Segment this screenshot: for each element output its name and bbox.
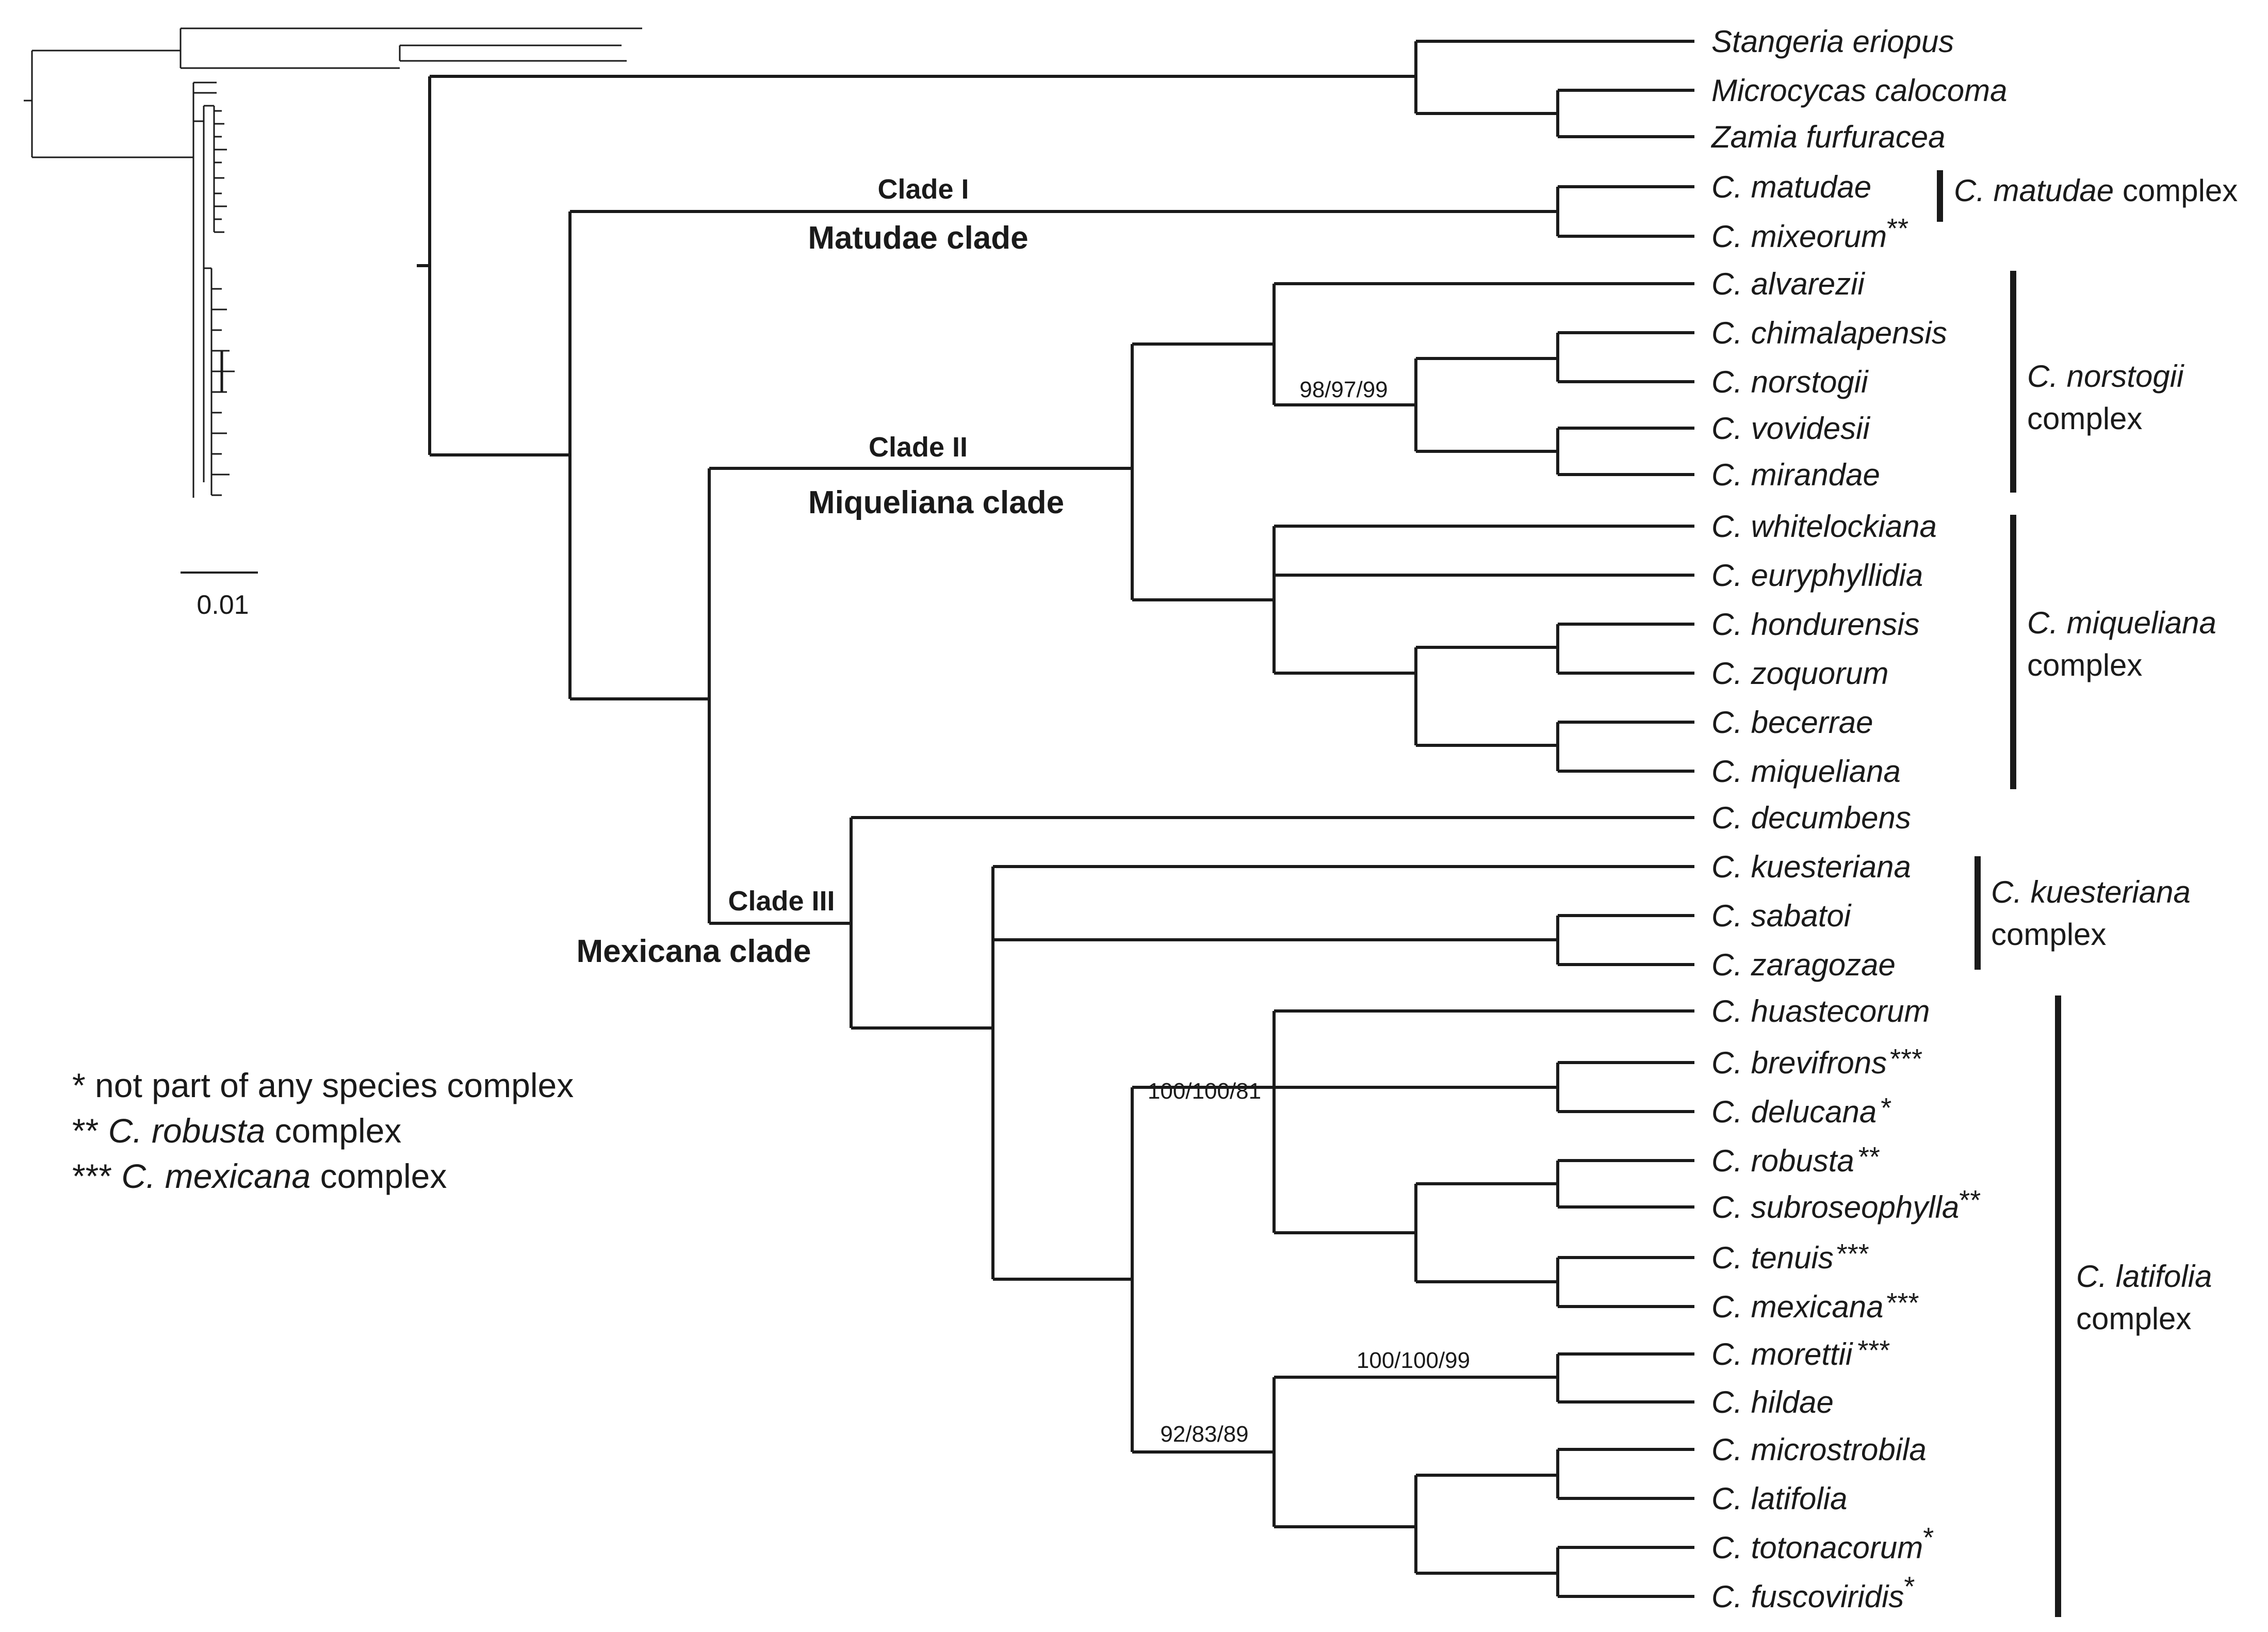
taxon-label: C. huastecorum xyxy=(1711,994,1930,1029)
legend-marker: *** xyxy=(72,1157,112,1195)
taxon-label: C. alvarezii xyxy=(1711,267,1865,301)
taxon-label: C. mirandae xyxy=(1711,458,1880,492)
complex-label: C. norstogii xyxy=(2027,359,2184,394)
taxon-label: C. mexicana*** xyxy=(1711,1287,1919,1324)
support-value: 100/100/81 xyxy=(1148,1079,1261,1104)
taxon-label: C. whitelockiana xyxy=(1711,509,1937,544)
support-value: 92/83/89 xyxy=(1160,1422,1248,1447)
legend-text: complex xyxy=(320,1157,447,1195)
inset-phylogram xyxy=(24,27,642,498)
legend-marker: ** xyxy=(72,1112,99,1150)
legend-item: *** C. mexicana complex xyxy=(72,1153,574,1199)
legend-text: complex xyxy=(274,1112,402,1150)
legend: * not part of any species complex ** C. … xyxy=(72,1063,574,1199)
taxon-label: C. zaragozae xyxy=(1711,948,1896,982)
taxon-label: C. latifolia xyxy=(1711,1481,1847,1516)
complex-label: C. miqueliana xyxy=(2027,606,2216,640)
taxon-label: C. hildae xyxy=(1711,1385,1834,1419)
taxon-label: C. robusta** xyxy=(1711,1141,1880,1178)
taxon-label: C. euryphyllidia xyxy=(1711,558,1923,593)
clade-number-label: Clade I xyxy=(877,174,969,205)
complex-label: C. latifolia xyxy=(2076,1259,2212,1294)
complex-label: C. kuesteriana xyxy=(1991,875,2191,909)
complex-label: complex xyxy=(2076,1301,2191,1336)
taxon-label: C. subroseophylla** xyxy=(1711,1185,1981,1225)
taxon-label: C. miqueliana xyxy=(1711,754,1901,789)
outgroup-labels: Stangeria eriopus Microcycas calocoma Za… xyxy=(1710,24,2008,154)
complex-label: C. matudae complex xyxy=(1954,173,2238,208)
taxon-label: C. zoquorum xyxy=(1711,656,1888,691)
taxon-label: C. vovidesii xyxy=(1711,411,1870,446)
legend-item: ** C. robusta complex xyxy=(72,1108,574,1153)
taxon-label: C. hondurensis xyxy=(1711,607,1920,642)
scale-bar: 0.01 xyxy=(181,572,258,620)
legend-species: C. robusta xyxy=(108,1112,266,1150)
taxon-label: Zamia furfuracea xyxy=(1710,120,1946,154)
clade-number-label: Clade III xyxy=(728,886,835,917)
complex-bars xyxy=(1937,170,2061,1617)
taxon-label: C. morettii*** xyxy=(1711,1335,1890,1372)
taxon-label: C. fuscoviridis* xyxy=(1711,1571,1915,1614)
taxon-label: C. becerrae xyxy=(1711,705,1873,740)
legend-species: C. mexicana xyxy=(121,1157,311,1195)
clade-name-label: Mexicana clade xyxy=(577,934,811,969)
complex-label: complex xyxy=(1991,917,2106,952)
support-value: 98/97/99 xyxy=(1299,377,1388,402)
complex-label: complex xyxy=(2027,648,2142,682)
legend-item: * not part of any species complex xyxy=(72,1063,574,1108)
clade-number-label: Clade II xyxy=(869,432,968,463)
clade-name-label: Matudae clade xyxy=(808,220,1028,256)
taxon-label: C. brevifrons*** xyxy=(1711,1043,1922,1080)
complex-label: complex xyxy=(2027,401,2142,436)
taxon-label: Stangeria eriopus xyxy=(1711,24,1954,59)
taxon-label: C. matudae xyxy=(1711,170,1871,204)
taxon-label: C. mixeorum** xyxy=(1711,213,1908,254)
cladogram-branches xyxy=(417,40,1694,1598)
taxon-label: C. norstogii xyxy=(1711,365,1869,399)
taxon-label: C. decumbens xyxy=(1711,801,1911,835)
taxon-label: C. kuesteriana xyxy=(1711,850,1911,884)
scale-bar-label: 0.01 xyxy=(197,590,249,620)
support-values: 98/97/99 100/100/81 100/100/99 92/83/89 xyxy=(1148,377,1470,1447)
taxon-label: C. microstrobila xyxy=(1711,1432,1927,1467)
taxon-label: C. tenuis*** xyxy=(1711,1238,1869,1275)
taxon-label: Microcycas calocoma xyxy=(1711,73,2008,108)
taxon-labels: C. matudae C. mixeorum** C. alvarezii C.… xyxy=(1711,170,1981,1614)
taxon-label: C. chimalapensis xyxy=(1711,316,1947,350)
clade-name-label: Miqueliana clade xyxy=(808,485,1064,520)
legend-marker: * xyxy=(72,1066,86,1104)
legend-text: not part of any species complex xyxy=(95,1066,574,1104)
complex-labels: C. matudae complex C. norstogii complex … xyxy=(1954,173,2238,1336)
taxon-label: C. totonacorum* xyxy=(1711,1522,1934,1565)
taxon-label: C. delucana* xyxy=(1711,1092,1891,1129)
clade-labels: Clade I Matudae clade Clade II Miquelian… xyxy=(577,174,1065,969)
support-value: 100/100/99 xyxy=(1357,1348,1470,1373)
taxon-label: C. sabatoi xyxy=(1711,899,1852,933)
